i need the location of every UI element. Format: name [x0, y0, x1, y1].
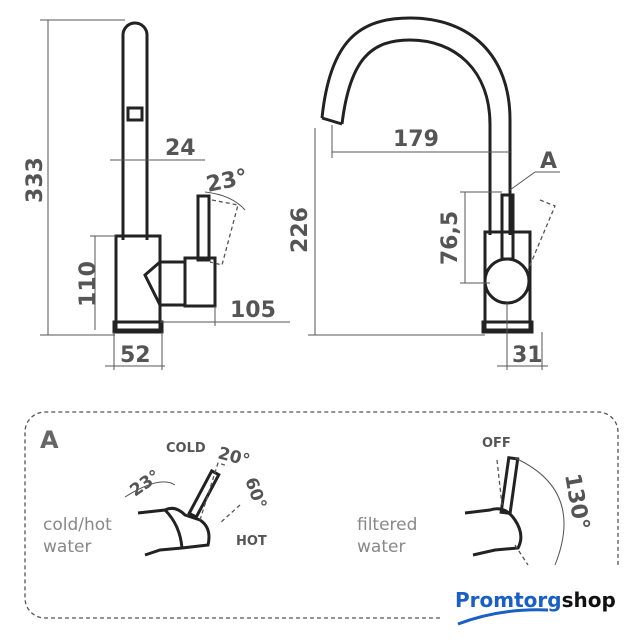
right-view: 179 A 76,5 226 31 — [288, 16, 560, 370]
gooseneck-inner — [340, 38, 492, 235]
dim-226: 226 — [288, 207, 313, 253]
svg-text:Promtorgshop: Promtorgshop — [455, 588, 616, 612]
angle-23: 23° — [126, 466, 164, 501]
dim-31: 31 — [512, 343, 543, 368]
left-view: 333 24 23° 110 105 52 — [23, 19, 290, 370]
caption-filtered: filtered — [357, 515, 417, 535]
label-off: OFF — [482, 436, 511, 451]
aerator — [126, 106, 144, 122]
label-hot: HOT — [236, 534, 267, 549]
lever-alt — [209, 199, 239, 266]
brand-logo: Promtorgshop — [455, 588, 616, 626]
angle-20: 20° — [216, 444, 252, 472]
detail-title: A — [40, 426, 59, 454]
handle — [483, 257, 531, 305]
dim-110: 110 — [76, 261, 101, 307]
lever — [196, 194, 211, 262]
brand-part1: Promtorg — [455, 588, 562, 612]
dim-52: 52 — [120, 343, 151, 368]
spout-tube — [121, 21, 149, 240]
handle — [143, 260, 187, 307]
brand-part2: shop — [562, 588, 616, 612]
cartridge — [183, 256, 217, 308]
detail-marker-a: A — [540, 149, 557, 174]
body — [114, 234, 162, 332]
caption-cold-hot: cold/hot — [43, 515, 112, 535]
dim-76-5: 76,5 — [438, 211, 463, 265]
dim-105: 105 — [230, 298, 276, 323]
dim-333: 333 — [23, 157, 48, 203]
lever — [500, 193, 515, 261]
dim-179: 179 — [393, 127, 439, 152]
base — [112, 320, 164, 334]
gooseneck-outer — [320, 16, 512, 235]
dim-24: 24 — [165, 136, 196, 161]
caption-water: water — [43, 537, 91, 557]
angle-60: 60° — [240, 475, 270, 512]
caption-filtered-water: water — [357, 537, 405, 557]
dim-23: 23° — [204, 165, 250, 198]
label-cold: COLD — [166, 441, 206, 456]
